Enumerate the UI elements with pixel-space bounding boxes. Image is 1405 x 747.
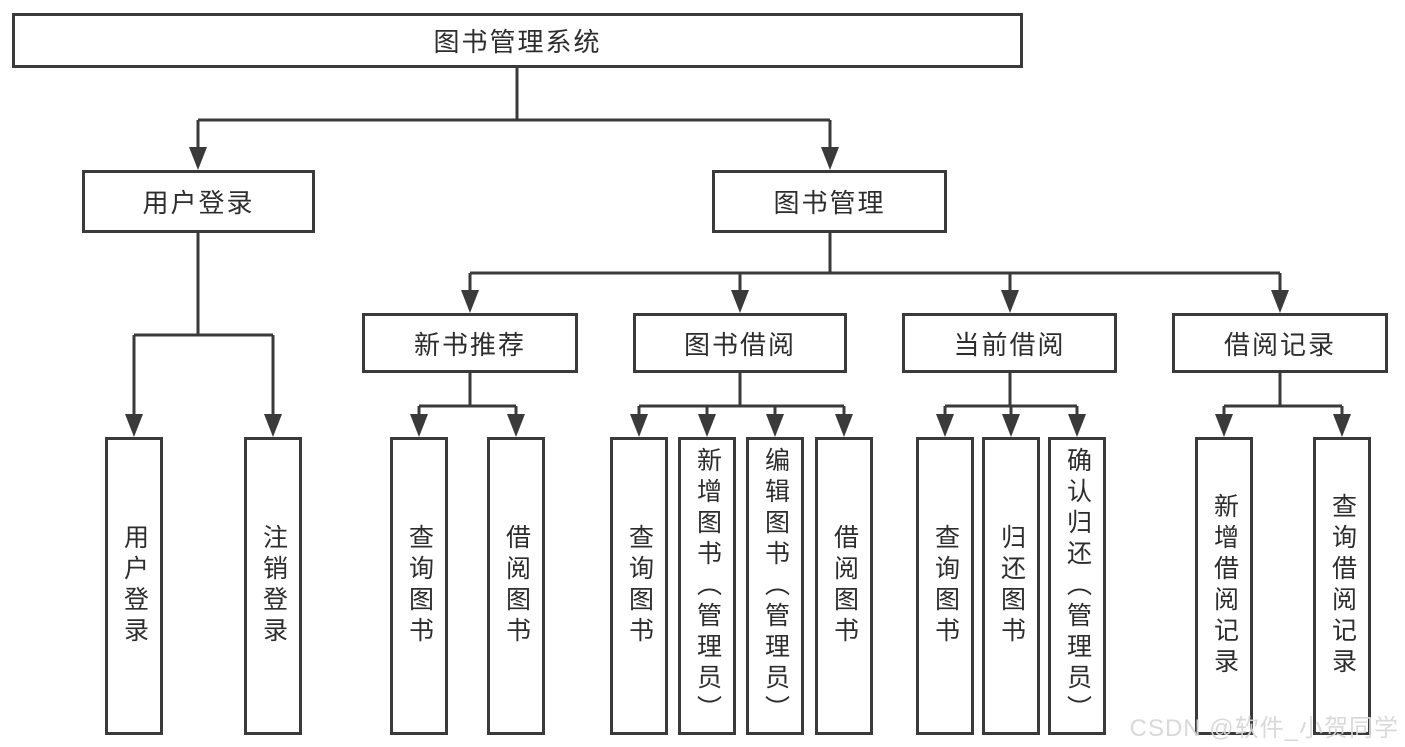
leaf-logout: 注销登录	[244, 437, 302, 735]
leaf-query-books-recommend-label: 查询图书	[405, 524, 434, 648]
leaf-confirm-return-admin-label: 确认归还（管理员）	[1063, 446, 1092, 726]
node-current-borrow: 当前借阅	[902, 313, 1117, 373]
node-current-borrow-label: 当前借阅	[953, 329, 1066, 360]
leaf-return-book: 归还图书	[982, 437, 1040, 735]
arrowheads	[125, 147, 1351, 437]
leaf-return-book-label: 归还图书	[997, 524, 1026, 648]
leaf-query-books-current-label: 查询图书	[931, 524, 960, 648]
leaf-query-books-current: 查询图书	[916, 437, 974, 735]
node-library-system: 图书管理系统	[12, 13, 1023, 68]
node-borrow-records-label: 借阅记录	[1223, 329, 1336, 360]
node-book-borrow-label: 图书借阅	[683, 329, 796, 360]
node-library-system-label: 图书管理系统	[433, 27, 602, 57]
leaf-borrow-books-recommend-label: 借阅图书	[502, 524, 531, 648]
node-book-management: 图书管理	[712, 170, 947, 233]
leaf-add-book-admin: 新增图书（管理员）	[678, 437, 736, 735]
leaf-add-borrow-record: 新增借阅记录	[1195, 437, 1253, 735]
leaf-add-book-admin-label: 新增图书（管理员）	[693, 446, 722, 726]
node-book-borrow: 图书借阅	[633, 313, 847, 373]
leaf-add-borrow-record-label: 新增借阅记录	[1210, 493, 1239, 679]
leaf-borrow-books-recommend: 借阅图书	[487, 437, 545, 735]
leaf-query-borrow-record: 查询借阅记录	[1313, 437, 1371, 735]
node-user-login: 用户登录	[82, 170, 315, 233]
leaf-query-books-borrow-label: 查询图书	[625, 524, 654, 648]
node-new-book-recommend-label: 新书推荐	[413, 329, 526, 360]
leaf-edit-book-admin-label: 编辑图书（管理员）	[761, 446, 790, 726]
leaf-query-books-recommend: 查询图书	[390, 437, 448, 735]
node-book-management-label: 图书管理	[773, 188, 886, 218]
leaf-user-login: 用户登录	[105, 437, 163, 735]
leaf-borrow-books: 借阅图书	[815, 437, 873, 735]
leaf-user-login-label: 用户登录	[120, 524, 149, 648]
leaf-query-borrow-record-label: 查询借阅记录	[1328, 493, 1357, 679]
leaf-logout-label: 注销登录	[259, 524, 288, 648]
leaf-edit-book-admin: 编辑图书（管理员）	[746, 437, 804, 735]
leaf-confirm-return-admin: 确认归还（管理员）	[1048, 437, 1106, 735]
leaf-borrow-books-label: 借阅图书	[830, 524, 859, 648]
node-borrow-records: 借阅记录	[1172, 313, 1388, 373]
node-new-book-recommend: 新书推荐	[362, 313, 578, 373]
leaf-query-books-borrow: 查询图书	[610, 437, 668, 735]
node-user-login-label: 用户登录	[142, 188, 255, 218]
